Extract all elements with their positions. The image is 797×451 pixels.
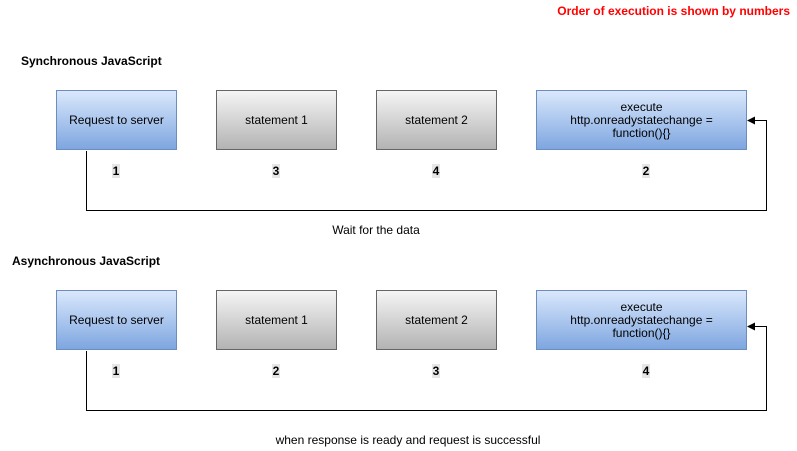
sync-caption: Wait for the data — [332, 223, 420, 237]
sync-order-4: 2 — [636, 163, 656, 179]
order-number: 2 — [271, 364, 281, 378]
sync-statement-2-box: statement 2 — [376, 90, 497, 150]
async-request-box: Request to server — [56, 290, 177, 350]
box-label: execute http.onreadystatechange = functi… — [570, 299, 713, 340]
async-order-3: 3 — [426, 363, 446, 379]
sync-callback-box: execute http.onreadystatechange = functi… — [536, 90, 747, 150]
async-order-2: 2 — [266, 363, 286, 379]
order-number: 2 — [641, 164, 651, 178]
box-label: statement 2 — [405, 112, 468, 127]
order-number: 3 — [431, 364, 441, 378]
sync-order-1: 1 — [106, 163, 126, 179]
box-label: execute http.onreadystatechange = functi… — [570, 99, 713, 140]
sync-order-3: 4 — [426, 163, 446, 179]
box-label: Request to server — [69, 112, 164, 127]
box-label: Request to server — [69, 312, 164, 327]
order-number: 1 — [111, 164, 121, 178]
order-note: Order of execution is shown by numbers — [557, 4, 790, 18]
async-order-4: 4 — [636, 363, 656, 379]
async-return-connector — [86, 322, 767, 411]
order-number: 4 — [641, 364, 651, 378]
box-label: statement 1 — [245, 312, 308, 327]
async-statement-1-box: statement 1 — [216, 290, 337, 350]
sync-return-connector — [86, 116, 767, 211]
async-order-1: 1 — [106, 363, 126, 379]
sync-statement-1-box: statement 1 — [216, 90, 337, 150]
async-caption: when response is ready and request is su… — [275, 433, 541, 447]
sync-order-2: 3 — [266, 163, 286, 179]
order-number: 4 — [431, 164, 441, 178]
sync-request-box: Request to server — [56, 90, 177, 150]
sync-section-title: Synchronous JavaScript — [21, 54, 162, 68]
async-section-title: Asynchronous JavaScript — [12, 254, 161, 268]
box-label: statement 2 — [405, 312, 468, 327]
order-number: 1 — [111, 364, 121, 378]
order-number: 3 — [271, 164, 281, 178]
async-callback-box: execute http.onreadystatechange = functi… — [536, 290, 747, 350]
box-label: statement 1 — [245, 112, 308, 127]
async-statement-2-box: statement 2 — [376, 290, 497, 350]
